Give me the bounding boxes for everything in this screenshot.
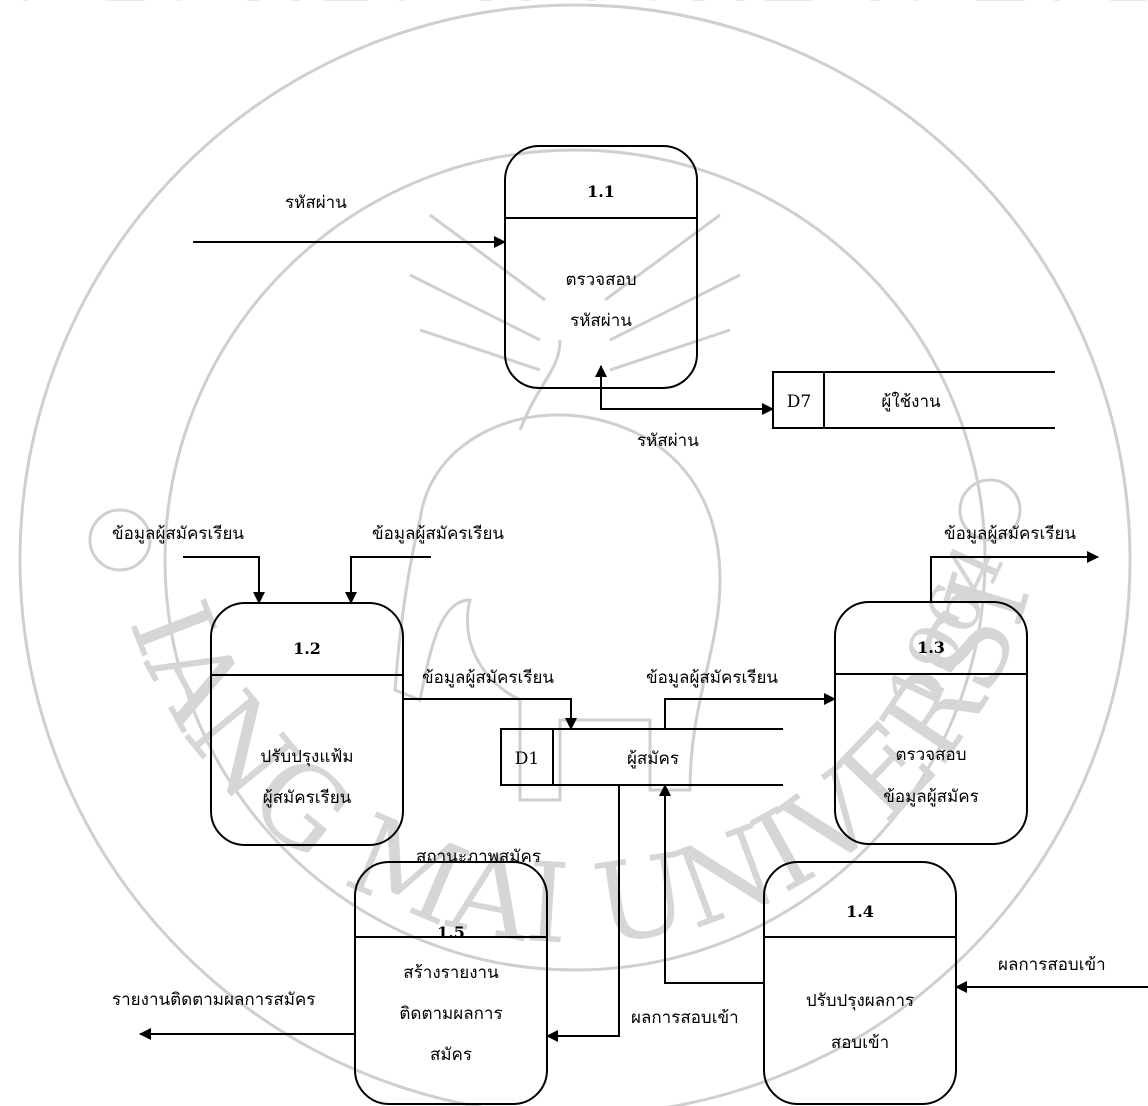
flow-exam-result-to-d1 [659, 784, 764, 984]
process-1-3[interactable]: 1.3 ตรวจสอบ ข้อมูลผู้สมัคร [834, 601, 1028, 845]
process-1-4-number: 1.4 [846, 902, 874, 921]
flow-status [546, 785, 620, 1042]
flow-applicant-in-2 [345, 556, 431, 604]
process-1-5-name-line3: สมัคร [430, 1045, 472, 1065]
process-1-1-name-line2: รหัสผ่าน [570, 311, 632, 331]
process-1-5-number: 1.5 [437, 923, 465, 942]
flow-applicant-out-label: ข้อมูลผู้สมัครเรียน [944, 524, 1076, 544]
process-1-4-name-line1: ปรับปรุงผลการ [806, 991, 914, 1011]
process-1-5-box [354, 861, 548, 1105]
flow-applicant-in-2-label: ข้อมูลผู้สมัครเรียน [372, 524, 504, 544]
flow-applicant-out [930, 551, 1099, 602]
flow-applicant-to-d1 [403, 698, 577, 730]
data-store-d1-outline [500, 728, 783, 786]
process-1-4-name-line2: สอบเข้า [831, 1033, 889, 1053]
process-1-2-number: 1.2 [293, 639, 321, 658]
data-store-d7-name: ผู้ใช้งาน [881, 391, 941, 412]
process-1-1[interactable]: 1.1 ตรวจสอบ รหัสผ่าน [504, 145, 698, 389]
flow-applicant-to-d1-label: ข้อมูลผู้สมัครเรียน [422, 668, 554, 688]
data-store-d1-name: ผู้สมัคร [627, 749, 679, 769]
flow-applicant-in-1-label: ข้อมูลผู้สมัครเรียน [112, 524, 244, 544]
flow-exam-result-in-label: ผลการสอบเข้า [998, 955, 1106, 975]
data-store-d1[interactable]: D1 ผู้สมัคร [500, 728, 783, 786]
data-store-d1-id: D1 [515, 749, 539, 769]
flow-password-store-label: รหัสผ่าน [637, 431, 699, 451]
data-store-d7-id: D7 [787, 392, 811, 412]
process-1-2[interactable]: 1.2 ปรับปรุงแฟ้ม ผู้สมัครเรียน [210, 602, 404, 846]
process-1-3-number: 1.3 [917, 638, 945, 657]
flow-applicant-to-1-3 [664, 693, 836, 729]
process-1-3-name-line1: ตรวจสอบ [895, 745, 966, 765]
process-1-4-box [763, 861, 957, 1105]
process-1-2-box [210, 602, 404, 846]
process-1-1-name-line1: ตรวจสอบ [565, 270, 636, 290]
flow-exam-result-to-d1-label: ผลการสอบเข้า [631, 1008, 739, 1028]
flow-password-in-label: รหัสผ่าน [285, 193, 347, 213]
process-1-4[interactable]: 1.4 ปรับปรุงผลการ สอบเข้า [763, 861, 957, 1105]
watermark-top-text: ลิขสิทธิ์มหาวิทยาลัยเชียงใหม่ [0, 0, 1148, 29]
data-store-d7[interactable]: D7 ผู้ใช้งาน [772, 371, 1055, 429]
process-1-5[interactable]: 1.5 สร้างรายงาน ติดตามผลการ สมัคร [354, 861, 548, 1105]
process-1-5-name-line2: ติดตามผลการ [399, 1004, 502, 1024]
flow-report-out-label: รายงานติดตามผลการสมัคร [112, 990, 315, 1010]
flow-applicant-to-1-3-label: ข้อมูลผู้สมัครเรียน [646, 668, 778, 688]
process-1-1-number: 1.1 [587, 182, 615, 201]
flow-applicant-in-1 [183, 556, 265, 604]
process-1-5-name-line1: สร้างรายงาน [403, 963, 499, 983]
flow-status-label: สถานะภาพสมัคร [416, 847, 541, 867]
data-store-d7-outline [772, 371, 1055, 429]
process-1-2-name-line2: ผู้สมัครเรียน [263, 788, 352, 808]
process-1-3-name-line2: ข้อมูลผู้สมัคร [883, 787, 979, 807]
process-1-2-name-line1: ปรับปรุงแฟ้ม [260, 747, 353, 767]
